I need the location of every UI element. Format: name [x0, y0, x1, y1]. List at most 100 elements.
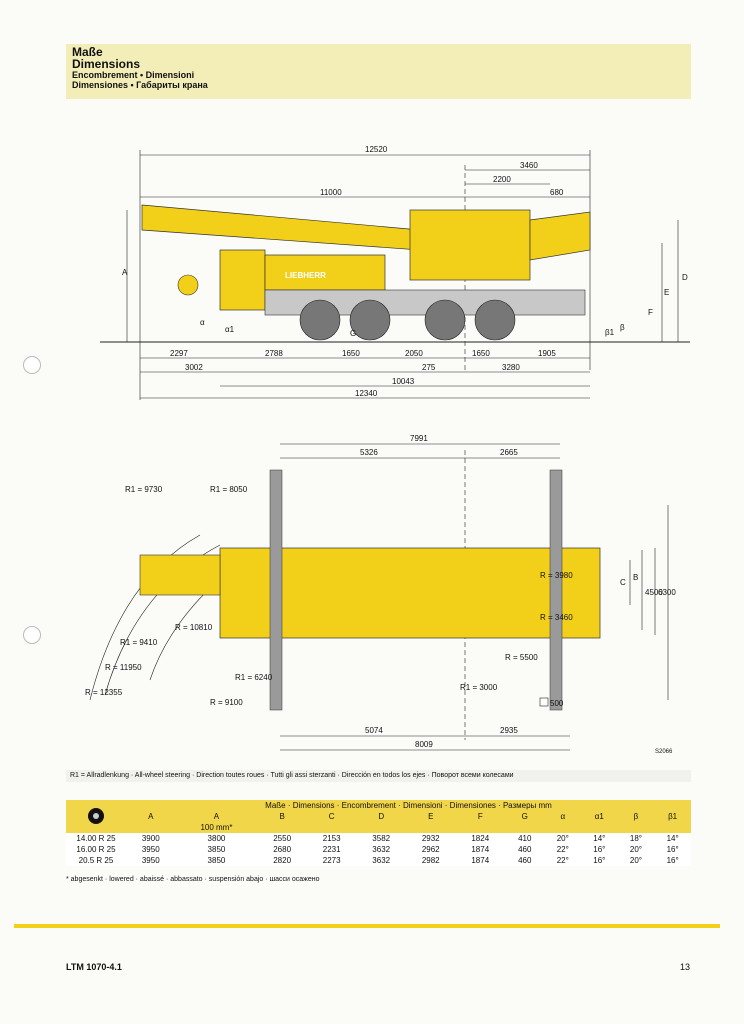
table-title-row: Maße · Dimensions · Encombrement · Dimen…	[66, 800, 691, 833]
table-cell: 3632	[356, 844, 406, 855]
yellow-rule	[14, 924, 720, 928]
dim-C: C	[620, 578, 626, 587]
letter-alpha: α	[200, 318, 205, 327]
col-A: A	[126, 811, 176, 822]
letter-alpha1: α1	[225, 325, 235, 334]
table-cell: 14.00 R 25	[66, 833, 126, 844]
title-line3: Encombrement • Dimensioni	[72, 70, 195, 80]
table-cell: 3900	[126, 833, 176, 844]
col-alpha: α	[544, 811, 582, 822]
radius-r1-3000: R1 = 3000	[460, 683, 498, 692]
table-cell: 2680	[257, 844, 307, 855]
dim-275: 275	[422, 363, 436, 372]
table-cell: 2231	[306, 844, 357, 855]
col-E: E	[405, 811, 456, 822]
radius-r1-9410: R1 = 9410	[120, 638, 158, 647]
wheel-icon	[66, 800, 126, 833]
radius-r-5500: R = 5500	[505, 653, 538, 662]
dim-5326: 5326	[360, 448, 378, 457]
table-cell: 1824	[455, 833, 506, 844]
dim-2297: 2297	[170, 349, 188, 358]
dim-11000: 11000	[320, 188, 342, 197]
table-cell: 3632	[356, 855, 406, 866]
dim-6300: 6300	[658, 588, 676, 597]
table-cell: 2550	[257, 833, 307, 844]
radius-r-9100: R = 9100	[210, 698, 243, 707]
table-row: 14.00 R 25 3900 3800 2550 2153 3582 2932…	[66, 833, 691, 844]
legend-line: R1 = Allradlenkung · All-wheel steering …	[66, 770, 691, 782]
col-beta: β	[617, 811, 655, 822]
table-cell: 1874	[455, 844, 506, 855]
top-view-drawing: 7991 5326 2665 5074 2935 8009 C B 4500 6…	[85, 434, 676, 755]
radius-r-10810: R = 10810	[175, 623, 213, 632]
table-cell: 16°	[654, 844, 691, 855]
footer-page-number: 13	[680, 962, 691, 972]
col-F: F	[455, 811, 506, 822]
col-alpha1: α1	[581, 811, 618, 822]
letter-G: G	[350, 329, 356, 338]
radius-r-12355: R = 12355	[85, 688, 123, 697]
table-cell: 20°	[544, 833, 582, 844]
table-cell: 3582	[356, 833, 406, 844]
dim-7991: 7991	[410, 434, 428, 443]
dim-10043: 10043	[392, 377, 415, 386]
letter-F: F	[648, 308, 653, 317]
radius-r1-6240: R1 = 6240	[235, 673, 273, 682]
title-en: Dimensions	[72, 57, 141, 71]
table-cell: 16.00 R 25	[66, 844, 126, 855]
table-row: 20.5 R 25 3950 3850 2820 2273 3632 2982 …	[66, 855, 691, 866]
dim-2665: 2665	[500, 448, 518, 457]
table-cell: 1874	[455, 855, 506, 866]
dim-2788: 2788	[265, 349, 283, 358]
dim-2200: 2200	[493, 175, 511, 184]
table-cell: 460	[505, 844, 545, 855]
table-cell: 460	[505, 855, 545, 866]
dim-12520: 12520	[365, 145, 388, 154]
radius-r-3980: R = 3980	[540, 571, 573, 580]
col-D: D	[356, 811, 406, 822]
table-cell: 18°	[617, 833, 655, 844]
table-cell: 3800	[175, 833, 258, 844]
letter-D: D	[682, 273, 688, 282]
dim-2935: 2935	[500, 726, 518, 735]
letter-beta1: β1	[605, 328, 615, 337]
table-cell: 3850	[175, 844, 258, 855]
table-cell: 2820	[257, 855, 307, 866]
radius-r1-9730: R1 = 9730	[125, 485, 163, 494]
radius-r-11950: R = 11950	[105, 663, 142, 672]
dim-1905: 1905	[538, 349, 556, 358]
table-cell: 2932	[405, 833, 456, 844]
dim-2050: 2050	[405, 349, 423, 358]
table-footnote: * abgesenkt · lowered · abaissé · abbass…	[66, 876, 320, 883]
dim-1650b: 1650	[472, 349, 490, 358]
dim-12340: 12340	[355, 389, 378, 398]
table-cell: 22°	[544, 855, 582, 866]
radius-r1-8050: R1 = 8050	[210, 485, 248, 494]
table-row: 16.00 R 25 3950 3850 2680 2231 3632 2962…	[66, 844, 691, 855]
letter-beta: β	[620, 323, 625, 332]
dimensions-table: Maße · Dimensions · Encombrement · Dimen…	[66, 800, 691, 866]
table-cell: 14°	[654, 833, 691, 844]
dim-1650a: 1650	[342, 349, 360, 358]
table-cell: 2273	[306, 855, 357, 866]
dim-4500: 4500	[645, 588, 663, 597]
table-cell: 3950	[126, 844, 176, 855]
brand-label: LIEBHERR	[285, 271, 326, 280]
punch-hole	[23, 356, 41, 374]
radius-r-3460: R = 3460	[540, 613, 573, 622]
table-subheader-row: 100 mm*	[66, 822, 691, 833]
table-cell: 16°	[581, 844, 618, 855]
col-A2: A	[175, 811, 258, 822]
table-cell: 3950	[126, 855, 176, 866]
col-A2-sub: 100 mm*	[175, 822, 258, 833]
table-cell: 20°	[617, 855, 655, 866]
table-cell: 20.5 R 25	[66, 855, 126, 866]
table-title: Maße · Dimensions · Encombrement · Dimen…	[126, 800, 691, 811]
punch-hole	[23, 626, 41, 644]
col-C: C	[306, 811, 357, 822]
col-beta1: β1	[654, 811, 691, 822]
table-cell: 3850	[175, 855, 258, 866]
table-header-row: A A B C D E F G α α1 β β1	[66, 811, 691, 822]
dim-3002: 3002	[185, 363, 203, 372]
box-500-label: 500	[550, 699, 564, 708]
